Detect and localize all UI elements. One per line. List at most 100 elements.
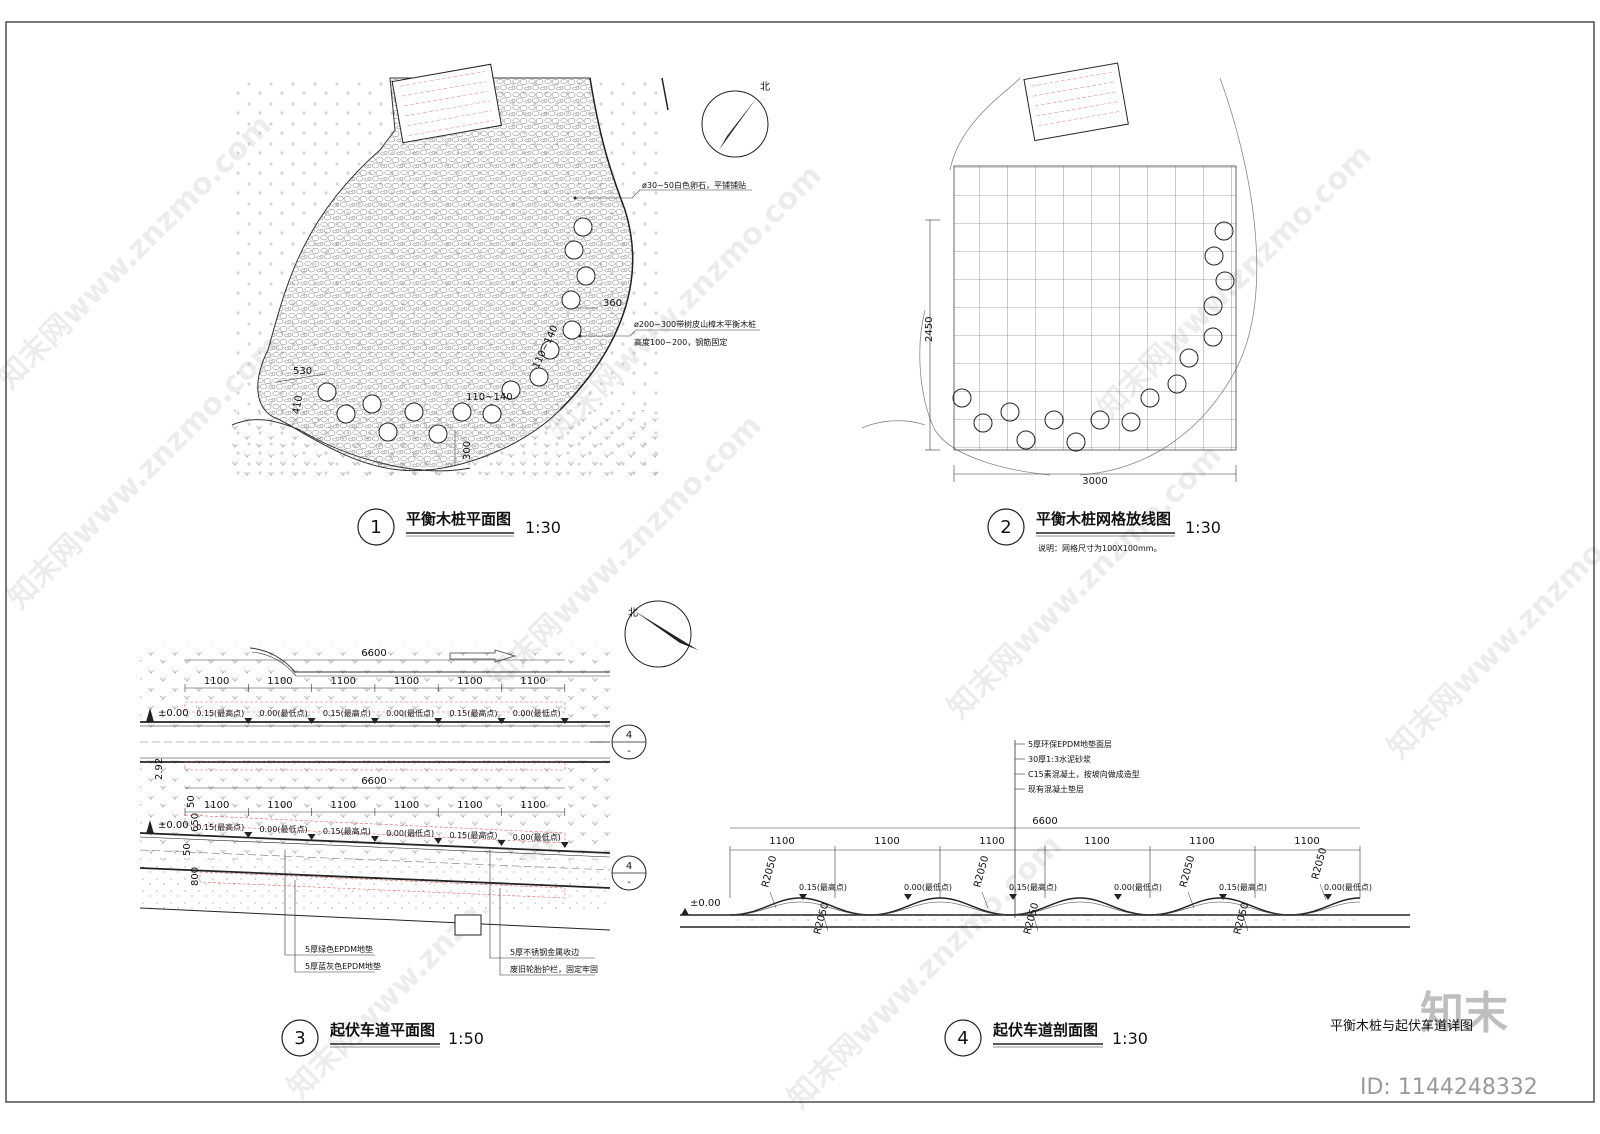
dim-360: 360: [603, 298, 622, 309]
svg-text:4: 4: [626, 730, 632, 741]
segment-dim: 1100: [1189, 836, 1214, 847]
section-4-title-text: 起伏车道剖面图: [992, 1021, 1098, 1039]
level-mark: 0.15(最高点): [323, 826, 371, 836]
segment-dim: 1100: [267, 676, 292, 687]
leader-pebble: [575, 189, 752, 199]
layout-grid: [953, 165, 1237, 451]
grid-post: [1090, 410, 1110, 430]
total-length-upper: 6600: [361, 648, 386, 659]
svg-text:-: -: [627, 877, 631, 888]
radius-label: R2050: [1310, 847, 1329, 881]
layer-label: 5厚环保EPDM地垫面层: [1028, 739, 1112, 749]
balance-post: [482, 404, 502, 424]
grid-post: [1214, 221, 1234, 241]
grid-post: [1179, 348, 1199, 368]
grid-post: [1167, 374, 1187, 394]
dim-300: 300: [462, 441, 473, 460]
segment-dim: 1100: [331, 800, 356, 811]
segment-dim: 1100: [979, 836, 1004, 847]
drawing-number-1: 1: [370, 517, 381, 538]
dim-line: [275, 373, 326, 383]
grid-post: [1016, 430, 1036, 450]
dim-650: 650: [190, 813, 201, 832]
dim-50-b: 50: [182, 843, 193, 856]
timber-deck: [391, 63, 503, 144]
plan-2-grid-layout: 2450 3000 2 平衡木桩网格放线图 1:30 说明：网格尺寸为100X1…: [861, 62, 1258, 553]
balance-post: [561, 290, 581, 310]
north-label: 北: [760, 81, 770, 93]
grid-post: [1215, 271, 1235, 291]
image-id: ID: 1144248332: [1360, 1075, 1538, 1100]
section-mark-lower: 4 -: [611, 855, 647, 891]
section-level-mark: 0.15(最高点): [799, 882, 847, 892]
grid-post: [1044, 410, 1064, 430]
level-mark: 0.15(最高点): [449, 830, 497, 840]
grid-post: [1204, 246, 1224, 266]
drawing-number-4: 4: [957, 1028, 968, 1049]
path-edge: [559, 77, 634, 411]
grid-post: [1066, 432, 1086, 452]
segment-dim: 1100: [331, 676, 356, 687]
balance-post: [540, 340, 560, 360]
balance-post: [452, 402, 472, 422]
balance-post: [317, 382, 337, 402]
level-zero: ±0.00: [158, 820, 189, 831]
plan-1-title: 1 平衡木桩平面图 1:30: [357, 508, 561, 546]
dim-50-a: 50: [186, 795, 197, 808]
sheet-frame: [5, 21, 1595, 1103]
segment-dim: 1100: [520, 800, 545, 811]
svg-text:知末网www.znzmo.com: 知末网www.znzmo.com: [1381, 478, 1600, 766]
plan-1-balance-posts: 530 410 300 360 110~140 110~140 ø30~50白色…: [231, 63, 770, 546]
svg-text:4: 4: [626, 861, 632, 872]
dim-800: 800: [190, 867, 201, 886]
segment-dim: 1100: [1084, 836, 1109, 847]
total-length-lower: 6600: [361, 776, 386, 787]
leader-post: [580, 329, 760, 337]
level-mark: 0.15(最高点): [196, 708, 244, 718]
segment-dim: 1100: [457, 800, 482, 811]
balance-post: [362, 394, 382, 414]
section-4-scale: 1:30: [1112, 1029, 1148, 1048]
plan-3-scale: 1:50: [448, 1029, 484, 1048]
balance-post: [378, 422, 398, 442]
plan-2-title-text: 平衡木桩网格放线图: [1036, 510, 1171, 528]
layer-label: 30厚1:3水泥砂浆: [1028, 754, 1091, 764]
level-mark: 0.15(最高点): [196, 822, 244, 832]
layer-label: 现有混凝土垫层: [1028, 784, 1084, 794]
segment-dim: 1100: [267, 800, 292, 811]
grid-post: [952, 388, 972, 408]
plan-1-scale: 1:30: [525, 518, 561, 537]
logo-watermark: 知末: [1420, 988, 1508, 1039]
level-mark: 0.00(最低点): [260, 708, 308, 718]
level-mark: 0.00(最低点): [260, 824, 308, 834]
balance-post: [428, 424, 448, 444]
plan-2-scale: 1:30: [1185, 518, 1221, 537]
balance-post: [404, 402, 424, 422]
level-mark: 0.15(最高点): [323, 708, 371, 718]
section-level-mark: 0.15(最高点): [1009, 882, 1057, 892]
segment-dim: 1100: [769, 836, 794, 847]
svg-text:北: 北: [628, 607, 638, 619]
plan-3-undulating-track: 6600 1100 1100 1100 1100 1100 1100 6600 1100 1…: [139, 600, 698, 1057]
dim-2450: 2450: [924, 317, 935, 342]
grid-posts-group: [952, 221, 1235, 452]
svg-text:-: -: [627, 746, 631, 757]
balance-post: [336, 404, 356, 424]
balance-post: [564, 240, 584, 260]
segment-dim: 1100: [457, 676, 482, 687]
balance-post: [576, 266, 596, 286]
section-total: 6600: [1032, 816, 1057, 827]
segment-dim: 1100: [204, 800, 229, 811]
segment-dim: 1100: [204, 676, 229, 687]
grid-post: [1203, 296, 1223, 316]
plan-2-note: 说明：网格尺寸为100X100mm。: [1038, 543, 1162, 553]
section-level-mark: 0.15(最高点): [1219, 882, 1267, 892]
grid-post: [1000, 402, 1020, 422]
level-mark: 0.15(最高点): [449, 708, 497, 718]
grid-post: [1121, 412, 1141, 432]
offset-dim: 2.92: [154, 758, 165, 780]
section-level-mark: 0.00(最低点): [1114, 882, 1162, 892]
grid-post: [973, 413, 993, 433]
